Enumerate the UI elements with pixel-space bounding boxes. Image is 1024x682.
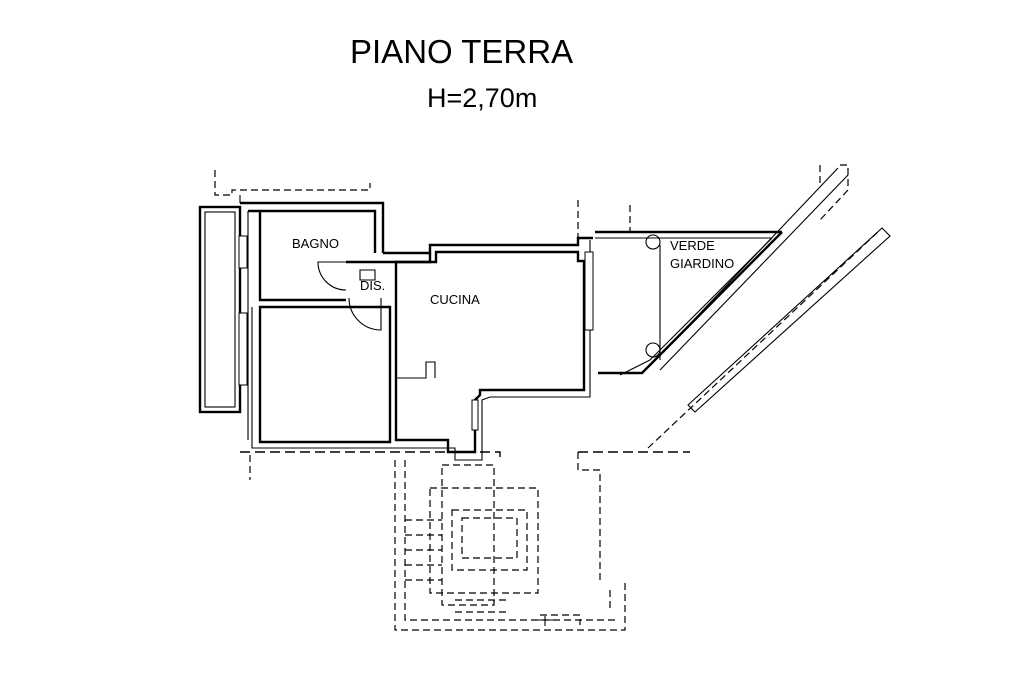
plan-title: PIANO TERRA xyxy=(350,33,573,70)
label-giardino: GIARDINO xyxy=(670,256,734,271)
tree-bottom xyxy=(645,342,661,358)
label-bagno: BAGNO xyxy=(292,236,339,251)
label-verde: VERDE xyxy=(670,238,715,253)
window-cucina xyxy=(584,251,594,331)
boundary-lines xyxy=(647,164,891,449)
window-bagno xyxy=(238,235,248,269)
window-cucina-lower xyxy=(471,399,479,431)
door-dis xyxy=(348,297,382,331)
label-cucina: CUCINA xyxy=(430,292,480,307)
dashed-outlines-top xyxy=(214,170,631,238)
stairs-area xyxy=(240,451,690,631)
window-room xyxy=(238,312,248,386)
room-cucina xyxy=(390,240,594,461)
door-bagno xyxy=(317,261,347,291)
label-dis: DIS. xyxy=(360,278,385,293)
tree-top xyxy=(645,234,661,250)
left-block xyxy=(198,201,392,449)
garden-area xyxy=(595,230,783,376)
ceiling-height: H=2,70m xyxy=(427,83,537,113)
